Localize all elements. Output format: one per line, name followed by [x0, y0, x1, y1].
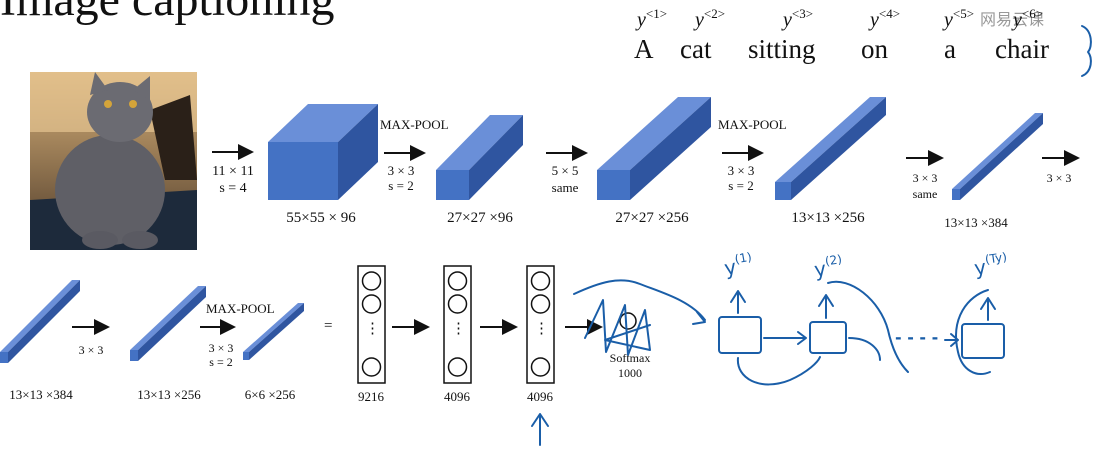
vol6-label: 13×13 ×384 — [9, 387, 73, 402]
op8-kernel: 3 × 3 — [208, 341, 234, 355]
vol5-label: 13×13 ×384 — [944, 215, 1008, 230]
fc2-dots: ⋮ — [451, 321, 466, 337]
pen-feedback-3 — [955, 289, 991, 375]
caption-word-1: A — [634, 34, 654, 64]
pen-arrow-cell2-out — [848, 337, 881, 361]
op2-kernel: 3 × 3 — [387, 163, 415, 178]
page-title: Image captioning — [0, 0, 335, 27]
pen-scribble — [584, 299, 651, 356]
fc2-size: 4096 — [444, 389, 470, 404]
rnn-cell-2 — [809, 321, 847, 354]
fc3-size: 4096 — [527, 389, 553, 404]
op4-kernel: 3 × 3 — [727, 163, 755, 178]
op1-stride: s = 4 — [219, 181, 247, 196]
maxpool2-label: MAX-POOL — [718, 117, 787, 132]
cat-photo — [30, 72, 197, 250]
softmax-label: Softmax — [609, 351, 651, 365]
op7-kernel: 3 × 3 — [78, 343, 104, 357]
equals-sign: = — [324, 318, 333, 334]
op6-kernel: 3 × 3 — [1046, 171, 1072, 185]
pen-arrow-cell1-cell2 — [763, 331, 807, 345]
volume-13x13x384 — [952, 113, 1043, 200]
fc-layer-4096-a — [443, 265, 472, 384]
op2-stride: s = 2 — [388, 178, 414, 193]
caption-y-4: y<4> — [870, 6, 901, 31]
caption-word-4: on — [861, 34, 888, 64]
pen-feedback-1 — [736, 356, 821, 386]
rnn-cell-1 — [718, 316, 762, 354]
caption-word-3: sitting — [748, 34, 816, 64]
rnn-cell-T — [961, 323, 1005, 359]
handwritten-y2: y(2) — [812, 252, 843, 282]
volume-13x13x256-row2 — [130, 286, 206, 361]
caption-word-6: chair — [995, 34, 1049, 64]
vol3-label: 27×27 ×256 — [615, 210, 689, 226]
rnn-ellipsis: - - - - — [895, 328, 939, 347]
maxpool3-label: MAX-POOL — [206, 301, 275, 316]
maxpool1-label: MAX-POOL — [380, 117, 449, 132]
op3-padding: same — [551, 180, 579, 195]
op5-padding: same — [912, 187, 938, 201]
caption-word-2: cat — [680, 34, 712, 64]
pen-arrow-y2 — [818, 294, 834, 319]
caption-y-2: y<2> — [695, 6, 726, 31]
fc3-dots: ⋮ — [534, 321, 549, 337]
softmax-node — [619, 312, 637, 330]
volume-6x6x256 — [243, 303, 304, 360]
softmax-units: 1000 — [618, 366, 642, 380]
pen-arrowhead — [692, 311, 706, 325]
volume-27x27x256 — [597, 97, 711, 200]
op5-kernel: 3 × 3 — [912, 171, 938, 185]
fc-layer-9216 — [357, 265, 386, 384]
pen-arrow-yT — [980, 297, 996, 321]
handwritten-y1: y(1) — [722, 249, 753, 281]
vol1-label: 55×55 × 96 — [286, 210, 356, 226]
vol4-label: 13×13 ×256 — [791, 210, 865, 226]
vol2-label: 27×27 ×96 — [447, 210, 513, 226]
caption-y-1: y<1> — [637, 6, 668, 31]
op8-stride: s = 2 — [209, 355, 233, 369]
volume-27x27x96 — [436, 115, 523, 200]
fc1-size: 9216 — [358, 389, 384, 404]
watermark: 网易云课 — [980, 10, 1045, 29]
caption-word-5: a — [944, 34, 956, 64]
op3-kernel: 5 × 5 — [551, 163, 579, 178]
op1-kernel: 11 × 11 — [212, 164, 254, 179]
fc-layer-4096-b — [526, 265, 555, 384]
op4-stride: s = 2 — [728, 178, 754, 193]
caption-y-5: y<5> — [944, 6, 975, 31]
vol8-label: 6×6 ×256 — [244, 387, 296, 402]
pen-arrow-up — [531, 413, 549, 446]
caption-y-3: y<3> — [783, 6, 814, 31]
volume-13x13x384-row2 — [0, 280, 80, 363]
caption-y-6: y<6> — [1013, 6, 1044, 31]
volume-13x13x256 — [775, 97, 886, 200]
pen-brace — [1081, 25, 1092, 77]
handwritten-yT: y(Ty) — [972, 249, 1008, 281]
pen-scribble-arrow — [573, 279, 706, 321]
pen-feedback-2 — [827, 280, 909, 373]
pen-arrow-y1 — [730, 290, 746, 314]
vol7-label: 13×13 ×256 — [137, 387, 201, 402]
fc1-dots: ⋮ — [365, 321, 380, 337]
volume-55x55x96 — [268, 104, 378, 200]
